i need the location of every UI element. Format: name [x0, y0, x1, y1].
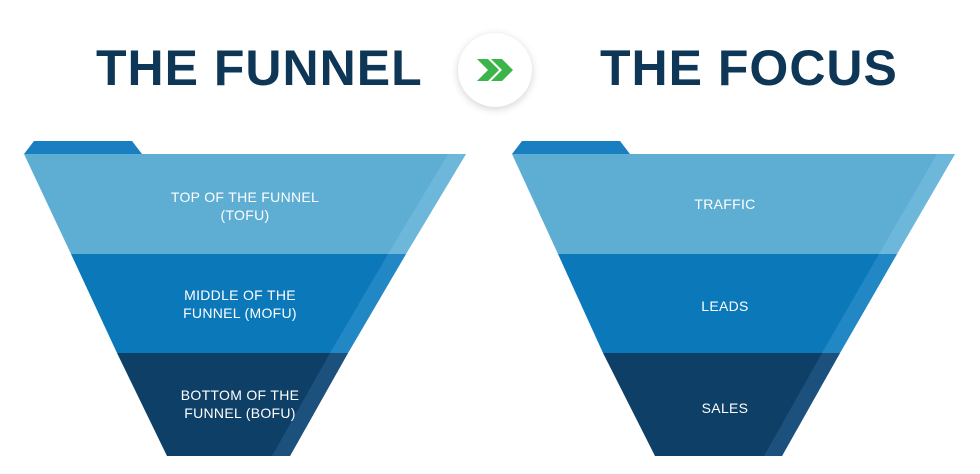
funnel-middle-label-line2: FUNNEL (MOFU): [183, 305, 297, 321]
focus-bottom-label: SALES: [640, 390, 810, 426]
funnel-title: THE FUNNEL: [96, 40, 423, 96]
double-chevron-right-icon: [477, 59, 513, 81]
focus-leads-label: LEADS: [701, 298, 749, 314]
funnel-top-label: TOP OF THE FUNNEL (TOFU): [130, 182, 360, 230]
funnel-bottom-label-line2: FUNNEL (BOFU): [184, 405, 296, 421]
funnel-middle-label: MIDDLE OF THE FUNNEL (MOFU): [140, 280, 340, 328]
funnel-middle-label-line1: MIDDLE OF THE: [184, 287, 296, 303]
focus-tab: [512, 141, 630, 154]
separator-badge: [458, 33, 532, 107]
funnel-tier-top: [24, 154, 466, 254]
funnel-bottom-label: BOTTOM OF THE FUNNEL (BOFU): [140, 380, 340, 428]
focus-middle-label: LEADS: [640, 288, 810, 324]
funnel-top-label-line1: TOP OF THE FUNNEL: [170, 189, 320, 205]
focus-tier-middle: [558, 254, 897, 353]
funnel-tier-middle: [71, 254, 406, 353]
focus-top-label: TRAFFIC: [640, 186, 810, 222]
focus-sales-label: SALES: [701, 400, 749, 416]
focus-tier-top: [512, 154, 955, 254]
focus-traffic-label: TRAFFIC: [694, 196, 756, 212]
funnel-tab: [24, 141, 142, 154]
funnel-bottom-label-line1: BOTTOM OF THE: [180, 387, 300, 403]
focus-title: THE FOCUS: [600, 40, 898, 96]
funnel-top-label-line2: (TOFU): [220, 207, 270, 223]
